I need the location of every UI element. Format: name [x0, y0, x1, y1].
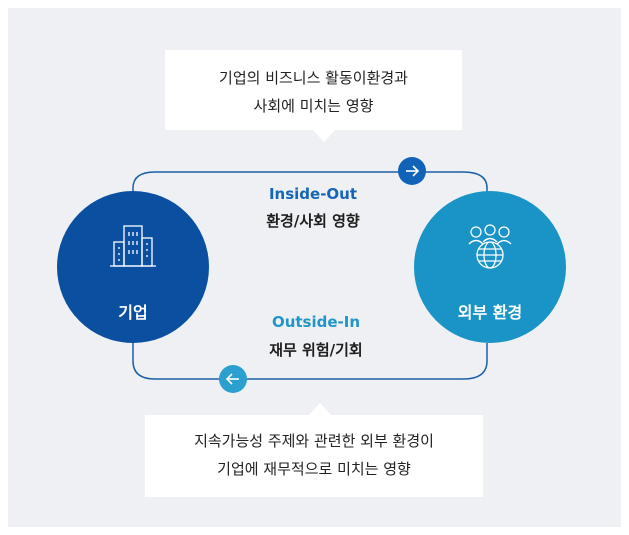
outside-in-title: Outside-In — [271, 313, 361, 331]
bottom-callout-line-2: 기업에 재무적으로 미치는 영향 — [217, 460, 411, 478]
top-callout-line-1: 기업의 비즈니스 활동이환경과 — [219, 69, 408, 87]
top-callout-pointer — [313, 130, 335, 142]
external-label: 외부 환경 — [457, 303, 523, 322]
inside-out-title: Inside-Out — [268, 185, 358, 203]
bottom-callout-pointer — [309, 403, 331, 415]
bottom-callout-line-1: 지속가능성 주제와 관련한 외부 환경이 — [194, 432, 434, 450]
outside-in-subtitle: 재무 위험/기회 — [269, 341, 363, 359]
company-label: 기업 — [118, 303, 148, 322]
arrow-right-icon — [398, 157, 426, 185]
outside-in-path — [132, 343, 488, 380]
external-node: 외부 환경 — [414, 191, 566, 343]
arrow-left-icon — [219, 365, 247, 393]
top-callout-line-2: 사회에 미치는 영향 — [253, 97, 374, 115]
company-node: 기업 — [57, 191, 209, 343]
people-globe-icon — [466, 224, 514, 274]
bottom-callout: 지속가능성 주제와 관련한 외부 환경이 기업에 재무적으로 미치는 영향 — [145, 415, 483, 497]
inside-out-path — [132, 171, 488, 192]
inside-out-subtitle: 환경/사회 영향 — [266, 212, 360, 230]
building-icon — [110, 224, 156, 272]
top-callout: 기업의 비즈니스 활동이환경과 사회에 미치는 영향 — [165, 50, 462, 130]
